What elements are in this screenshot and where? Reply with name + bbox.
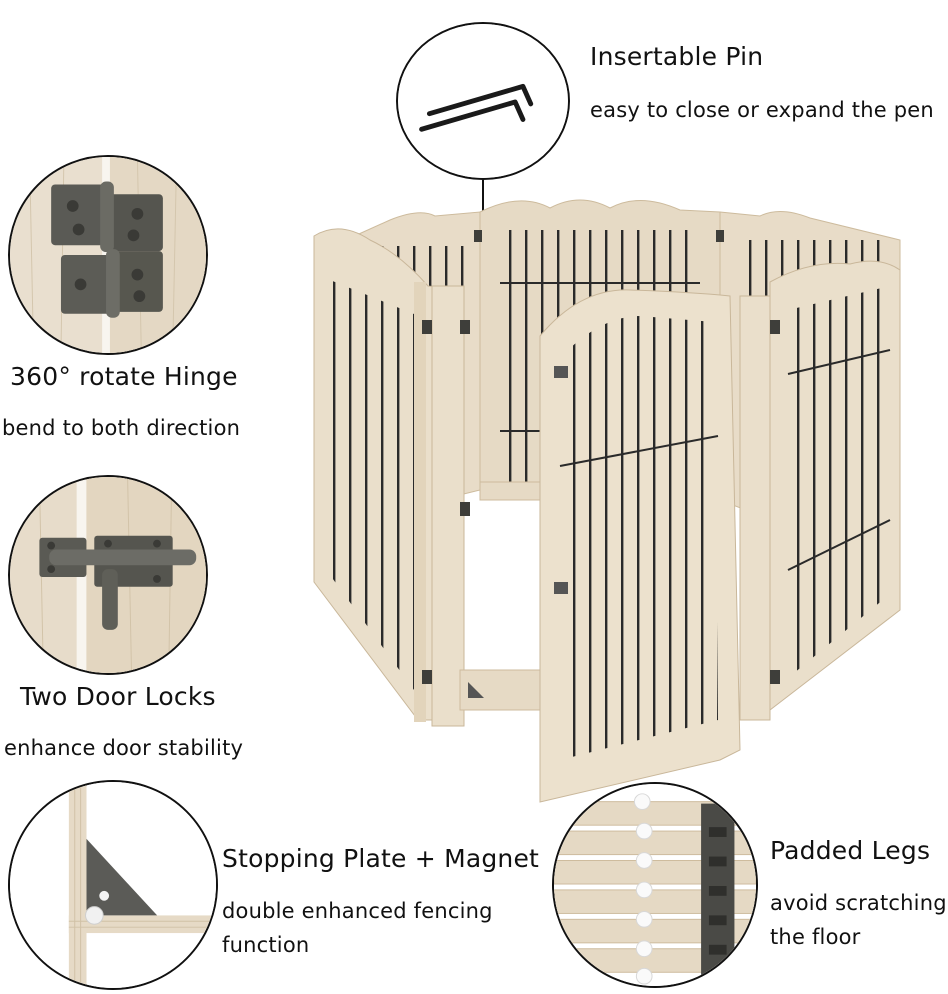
- hinge-desc: bend to both direction: [2, 416, 241, 440]
- hinge-detail-circle: [8, 155, 208, 355]
- pet-pen-product-image: [310, 190, 910, 810]
- stopping-plate-detail-circle: [8, 780, 218, 990]
- door-lock-detail-circle: [8, 475, 208, 675]
- pin-desc: easy to close or expand the pen: [590, 98, 934, 122]
- stopping-plate-desc-line1: double enhanced fencing: [222, 899, 493, 923]
- padded-legs-desc-line2: the floor: [770, 925, 861, 949]
- door-lock-icon: [10, 477, 206, 673]
- front-gate-door[interactable]: [539, 289, 741, 803]
- hinge-title: 360° rotate Hinge: [10, 362, 238, 391]
- right-post-panel: [739, 295, 771, 721]
- pin-detail-circle: [396, 22, 570, 180]
- left-post-panel: [431, 285, 541, 727]
- front-right-panel: [769, 260, 901, 712]
- padded-legs-detail-circle: [552, 782, 758, 988]
- padded-legs-desc-line1: avoid scratching: [770, 891, 947, 915]
- stopping-plate-icon: [10, 782, 216, 988]
- door-locks-title: Two Door Locks: [20, 682, 216, 711]
- stopping-plate-desc-line2: function: [222, 933, 310, 957]
- padded-legs-title: Padded Legs: [770, 836, 931, 865]
- panel-hinges: [422, 230, 780, 684]
- padded-legs-icon: [554, 784, 756, 986]
- pin-title: Insertable Pin: [590, 42, 764, 71]
- front-left-panel: [313, 228, 461, 722]
- pin-icon: [398, 24, 568, 178]
- stopping-plate-title: Stopping Plate + Magnet: [222, 844, 540, 873]
- hinge-icon: [10, 157, 206, 353]
- door-locks-desc: enhance door stability: [4, 736, 244, 760]
